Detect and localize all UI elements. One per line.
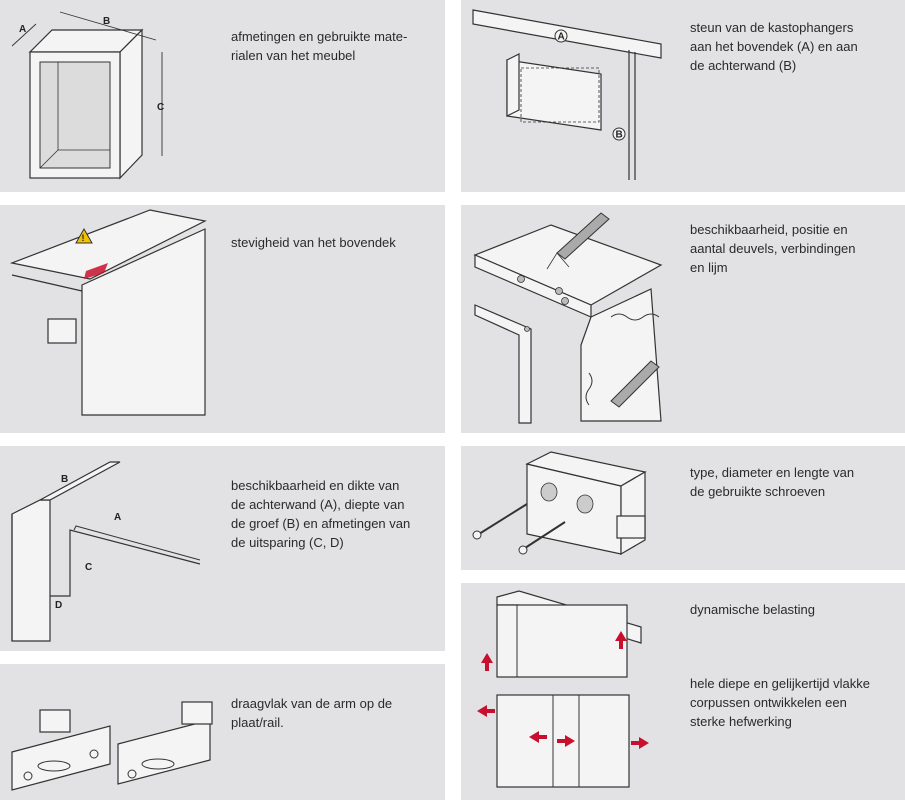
caption-line: type, diameter en lengte van — [690, 465, 855, 480]
label-c: C — [157, 102, 164, 113]
caption-hanger-support: steun van de kastophangers aan het boven… — [690, 18, 900, 75]
label-a: A — [114, 512, 121, 523]
caption-line: plaat/rail. — [231, 715, 284, 730]
caption-line: hele diepe en gelijkertijd vlakke — [690, 676, 870, 691]
caption-line: aan het bovendek (A) en aan — [690, 39, 858, 54]
label-b: B — [616, 130, 623, 141]
hanger-support-illustration: A B — [472, 9, 662, 180]
warning-icon — [75, 227, 93, 244]
caption-line: aantal deuvels, verbindingen — [690, 241, 856, 256]
arrow-up-icon — [615, 631, 627, 649]
stress-highlight — [84, 263, 108, 279]
caption-backwall: beschikbaarheid en dikte van de achterwa… — [231, 476, 441, 552]
panel-hanger-support: A B steun van de kastophangers aan het b… — [461, 0, 905, 192]
panel-top-strength: ! stevigheid van het bovendek — [0, 205, 445, 433]
label-b: B — [61, 474, 68, 485]
caption-line: corpussen ontwikkelen een — [690, 695, 847, 710]
caption-line: de uitsparing (C, D) — [231, 535, 344, 550]
label-b: B — [103, 16, 110, 27]
caption-line: beschikbaarheid en dikte van — [231, 478, 400, 493]
top-strength-illustration: ! — [9, 209, 207, 416]
caption-top-strength: stevigheid van het bovendek — [231, 235, 396, 250]
caption-screws: type, diameter en lengte van de gebruikt… — [690, 463, 900, 501]
caption-dynamic-load: dynamische belasting — [690, 602, 816, 617]
cabinet-dimensions-illustration: A B C — [11, 11, 164, 180]
caption-line: steun van de kastophangers — [690, 20, 854, 35]
caption-line: de gebruikte schroeven — [690, 484, 826, 499]
arrow-right-icon — [631, 737, 649, 749]
caption-dynamic-load-2: hele diepe en gelijkertijd vlakke corpus… — [690, 674, 900, 731]
panel-arm-surface: draagvlak van de arm op de plaat/rail. — [0, 664, 445, 800]
caption-line: de groef (B) en afmetingen van — [231, 516, 411, 531]
caption-line: beschikbaarheid, positie en — [690, 222, 848, 237]
arrow-right-icon — [557, 735, 575, 747]
panel-backwall: B A C D beschikbaarheid en dikte van de … — [0, 446, 445, 651]
panel-dimensions: A B C afmetingen en gebruikte mate- rial… — [0, 0, 445, 192]
glue-tube-icon — [610, 360, 660, 408]
arm-rail-illustration — [11, 701, 213, 791]
caption-arm-surface: draagvlak van de arm op de plaat/rail. — [231, 694, 441, 732]
caption-line: de achterwand (A), diepte van — [231, 497, 405, 512]
panel-dynamic-load: dynamische belasting hele diepe en gelij… — [461, 583, 905, 800]
dowels-illustration — [473, 212, 663, 424]
arrow-left-icon — [477, 705, 495, 717]
panel-screws: type, diameter en lengte van de gebruikt… — [461, 446, 905, 570]
caption-line: de achterwand (B) — [690, 58, 797, 73]
panel-dowels: beschikbaarheid, positie en aantal deuve… — [461, 205, 905, 433]
glue-tube-icon — [556, 212, 610, 260]
caption-line: sterke hefwerking — [690, 714, 792, 729]
label-c: C — [85, 562, 92, 573]
caption-line: afmetingen en gebruikte mate- — [231, 29, 408, 44]
label-a: A — [558, 32, 565, 43]
arrow-up-icon — [481, 653, 493, 671]
backwall-illustration: B A C D — [11, 461, 201, 642]
label-d: D — [55, 600, 62, 611]
arrow-left-icon — [529, 731, 547, 743]
caption-line: rialen van het meubel — [231, 48, 356, 63]
hanger-bracket-icon — [47, 318, 77, 344]
screws-illustration — [472, 451, 647, 556]
caption-dowels: beschikbaarheid, positie en aantal deuve… — [690, 220, 900, 277]
caption-line: en lijm — [690, 260, 728, 275]
label-a: A — [19, 24, 26, 35]
caption-dimensions: afmetingen en gebruikte mate- rialen van… — [231, 27, 441, 65]
caption-line: draagvlak van de arm op de — [231, 696, 393, 711]
svg-text:!: ! — [82, 233, 85, 243]
dynamic-load-illustration — [477, 590, 649, 788]
